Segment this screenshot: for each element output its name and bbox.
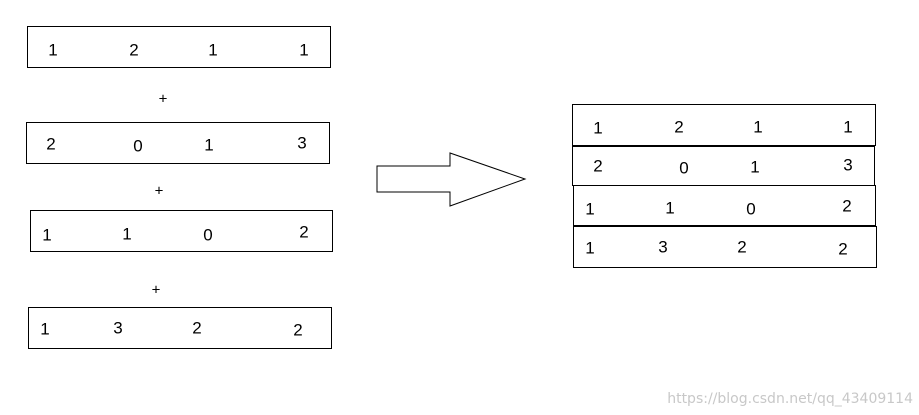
matrix-row-4: 1 3 2 2 bbox=[573, 226, 877, 268]
matrix-value: 1 bbox=[593, 118, 603, 138]
vector-value: 1 bbox=[204, 135, 214, 155]
matrix-value: 1 bbox=[585, 199, 595, 219]
left-vector-2: 2 0 1 3 bbox=[26, 122, 330, 164]
vector-value: 2 bbox=[293, 320, 303, 340]
matrix-value: 3 bbox=[843, 155, 853, 175]
vector-value: 1 bbox=[122, 224, 132, 244]
plus-sign: + bbox=[154, 182, 164, 200]
vector-value: 2 bbox=[129, 40, 139, 60]
vector-value: 1 bbox=[299, 40, 309, 60]
plus-sign: + bbox=[158, 90, 168, 108]
left-vector-1: 1 2 1 1 bbox=[27, 26, 331, 68]
vector-value: 2 bbox=[46, 134, 56, 154]
matrix-value: 1 bbox=[585, 238, 595, 258]
matrix-value: 1 bbox=[665, 198, 675, 218]
vector-value: 1 bbox=[48, 40, 58, 60]
matrix-value: 2 bbox=[674, 117, 684, 137]
source-watermark: https://blog.csdn.net/qq_43409114 bbox=[667, 391, 913, 407]
matrix-value: 2 bbox=[593, 156, 603, 176]
vector-value: 3 bbox=[297, 133, 307, 153]
right-arrow-icon bbox=[376, 152, 527, 207]
matrix-value: 1 bbox=[750, 157, 760, 177]
vector-value: 0 bbox=[203, 225, 213, 245]
matrix-value: 1 bbox=[843, 117, 853, 137]
matrix-value: 3 bbox=[658, 237, 668, 257]
left-vector-4: 1 3 2 2 bbox=[28, 307, 332, 349]
vector-value: 1 bbox=[208, 40, 218, 60]
plus-sign: + bbox=[151, 281, 161, 299]
matrix-row-3: 1 1 0 2 bbox=[573, 185, 876, 226]
matrix-value: 2 bbox=[737, 237, 747, 257]
matrix-value: 1 bbox=[753, 117, 763, 137]
vector-value: 1 bbox=[40, 319, 50, 339]
left-vector-3: 1 1 0 2 bbox=[30, 210, 333, 252]
matrix-value: 0 bbox=[746, 199, 756, 219]
matrix-row-1: 1 2 1 1 bbox=[572, 104, 876, 146]
vector-value: 2 bbox=[192, 318, 202, 338]
vector-value: 1 bbox=[42, 225, 52, 245]
vector-value: 0 bbox=[133, 136, 143, 156]
matrix-value: 2 bbox=[842, 196, 852, 216]
vector-value: 2 bbox=[299, 222, 309, 242]
vector-value: 3 bbox=[113, 318, 123, 338]
matrix-value: 0 bbox=[679, 158, 689, 178]
matrix-value: 2 bbox=[838, 239, 848, 259]
matrix-row-2: 2 0 1 3 bbox=[572, 146, 875, 186]
